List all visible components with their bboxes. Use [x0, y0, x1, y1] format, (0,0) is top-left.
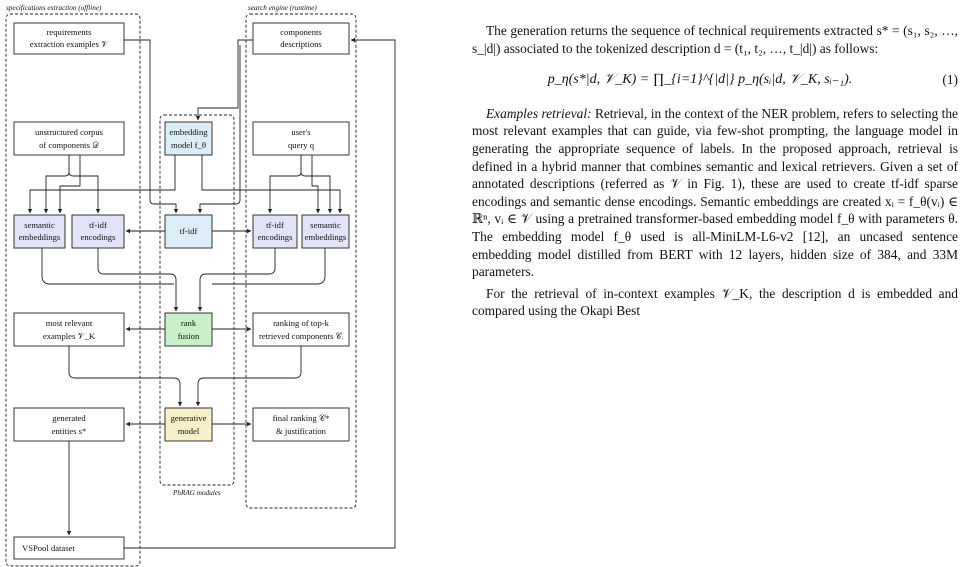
svg-text:generated: generated [52, 413, 86, 423]
phrag-modules-frame [159, 114, 235, 486]
svg-text:semantic: semantic [24, 220, 55, 230]
svg-text:rank: rank [181, 318, 197, 328]
svg-text:generative: generative [171, 413, 207, 423]
svg-text:of components 𝒟: of components 𝒟 [39, 140, 100, 150]
paragraph-heading-examples-retrieval: Examples retrieval: [486, 105, 592, 121]
paragraph-generation: The generation returns the sequence of t… [472, 23, 958, 56]
svg-text:final ranking 𝒞*: final ranking 𝒞* [273, 413, 330, 423]
svg-text:& justification: & justification [276, 426, 327, 436]
svg-text:fusion: fusion [178, 331, 200, 341]
svg-text:model: model [178, 426, 200, 436]
box-semantic-embeddings-left: semantic embeddings [13, 214, 66, 249]
svg-text:tf-idf: tf-idf [180, 226, 198, 236]
svg-text:components: components [280, 27, 322, 37]
box-tfidf-center: tf-idf [164, 214, 213, 249]
section-label-offline: specifications extraction (offline) [6, 4, 102, 12]
paragraph-examples-retrieval-body: Retrieval, in the context of the NER pro… [472, 105, 958, 280]
section-label-runtime: search engine (runtime) [248, 4, 317, 12]
phrag-modules-caption: PhRAG modules [172, 489, 221, 497]
svg-text:semantic: semantic [310, 220, 341, 230]
svg-text:encodings: encodings [81, 232, 117, 242]
svg-text:requirements: requirements [47, 27, 93, 37]
svg-text:user's: user's [291, 127, 311, 137]
equation-1: p_η(s*|d, 𝒱_K) = ∏_{i=1}^{|d|} p_η(sᵢ|d,… [472, 71, 958, 89]
box-tfidf-encodings-left: tf-idf encodings [71, 214, 125, 249]
phrag-architecture-diagram: specifications extraction (offline) sear… [5, 4, 396, 567]
equation-body: p_η(s*|d, 𝒱_K) = ∏_{i=1}^{|d|} p_η(sᵢ|d,… [547, 72, 853, 88]
svg-text:query q: query q [288, 140, 315, 150]
svg-text:ranking of top-k: ranking of top-k [273, 318, 330, 328]
diagram-connectors [27, 37, 396, 549]
box-requirements-examples: requirements extraction examples 𝒱 [13, 22, 125, 55]
svg-text:embeddings: embeddings [305, 232, 347, 242]
svg-text:retrieved components 𝒞ᵢ: retrieved components 𝒞ᵢ [259, 331, 344, 341]
paper-text-column: The generation returns the sequence of t… [472, 0, 958, 567]
svg-text:extraction examples 𝒱: extraction examples 𝒱 [30, 39, 110, 49]
box-components-descriptions: components descriptions [252, 22, 350, 55]
box-ranking-top-k: ranking of top-k retrieved components 𝒞ᵢ [252, 312, 350, 347]
box-generated-entities: generated entities s* [13, 407, 125, 442]
svg-text:descriptions: descriptions [280, 39, 322, 49]
svg-text:embedding: embedding [169, 127, 208, 137]
equation-number: (1) [942, 72, 958, 88]
box-unstructured-corpus: unstructured corpus of components 𝒟 [13, 121, 125, 156]
svg-text:model f_θ: model f_θ [171, 140, 206, 150]
paragraph-in-context-retrieval: For the retrieval of in-context examples… [472, 285, 958, 319]
box-vspool-dataset: VSPool dataset [13, 536, 125, 560]
box-rank-fusion: rank fusion [164, 312, 213, 347]
svg-text:tf-idf: tf-idf [266, 220, 284, 230]
svg-text:examples 𝒱_K: examples 𝒱_K [43, 331, 96, 341]
svg-text:embeddings: embeddings [19, 232, 61, 242]
svg-text:entities s*: entities s* [52, 426, 87, 436]
box-embedding-model: embedding model f_θ [164, 121, 213, 156]
paragraph-examples-retrieval: Examples retrieval: Retrieval, in the co… [472, 105, 958, 281]
offline-section-frame [5, 13, 141, 567]
box-semantic-embeddings-right: semantic embeddings [301, 214, 350, 249]
svg-text:tf-idf: tf-idf [89, 220, 107, 230]
box-users-query: user's query q [252, 121, 350, 156]
svg-text:most relevant: most relevant [46, 318, 93, 328]
box-most-relevant-examples: most relevant examples 𝒱_K [13, 312, 125, 347]
box-generative-model: generative model [164, 407, 213, 442]
runtime-section-frame [245, 13, 357, 509]
svg-text:VSPool dataset: VSPool dataset [22, 543, 75, 553]
box-tfidf-encodings-right: tf-idf encodings [252, 214, 298, 249]
box-final-ranking: final ranking 𝒞* & justification [252, 407, 350, 442]
svg-text:encodings: encodings [258, 232, 294, 242]
svg-text:unstructured corpus: unstructured corpus [35, 127, 104, 137]
